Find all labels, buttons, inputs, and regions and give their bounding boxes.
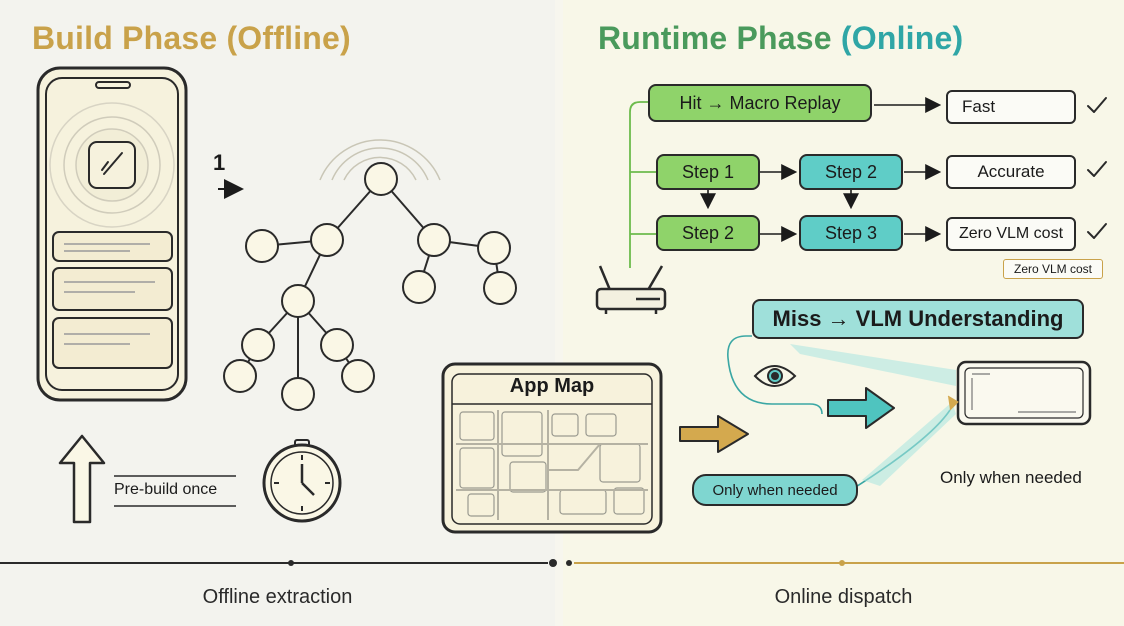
up-arrow-icon: [58, 434, 106, 524]
step2-top-box: Step 2: [799, 154, 903, 190]
step2-bottom-box: Step 2: [656, 215, 760, 251]
screen-device-icon: [947, 360, 1092, 426]
runtime-phase-title: Runtime Phase (Online): [598, 20, 963, 57]
timeline: [0, 559, 1124, 567]
runtime-title-paren: (Online): [840, 20, 964, 56]
runtime-title-main: Runtime Phase: [598, 20, 832, 56]
eye-icon: [753, 365, 797, 387]
teal-arrow-icon: [827, 387, 895, 429]
app-map-card: [441, 362, 663, 534]
zero-vlm-cost-tag: Zero VLM cost: [1003, 259, 1103, 279]
router-icon: [595, 265, 667, 314]
footer-offline-extraction: Offline extraction: [202, 586, 353, 608]
miss-vlm-understanding-box: Miss → VLM Understanding: [752, 299, 1084, 339]
step-flow-arrows: [700, 97, 942, 242]
accurate-box: Accurate: [946, 155, 1076, 189]
vlm-beams: [790, 344, 956, 486]
gold-arrow-icon: [679, 415, 749, 453]
step3-box: Step 3: [799, 215, 903, 251]
only-when-needed-pill: Only when needed: [692, 474, 858, 506]
hit-macro-replay-box: Hit → Macro Replay: [648, 84, 872, 122]
tree-graph-icon: [223, 139, 517, 411]
app-map-title: App Map: [509, 375, 595, 397]
step1-box: Step 1: [656, 154, 760, 190]
prebuild-label: Pre-build once: [114, 481, 218, 498]
footer-online-dispatch: Online dispatch: [774, 586, 913, 608]
only-when-needed-text: Only when needed: [940, 468, 1082, 487]
zero-vlm-cost-box: Zero VLM cost: [946, 217, 1076, 251]
fast-box: Fast: [946, 90, 1076, 124]
build-phase-title: Build Phase (Offline): [32, 20, 351, 56]
step-number-label: 1: [213, 150, 226, 175]
stopwatch-icon: [262, 439, 342, 523]
phone-icon: [36, 66, 188, 402]
check-icons: [1087, 97, 1107, 239]
runtime-connectors: [629, 101, 656, 268]
